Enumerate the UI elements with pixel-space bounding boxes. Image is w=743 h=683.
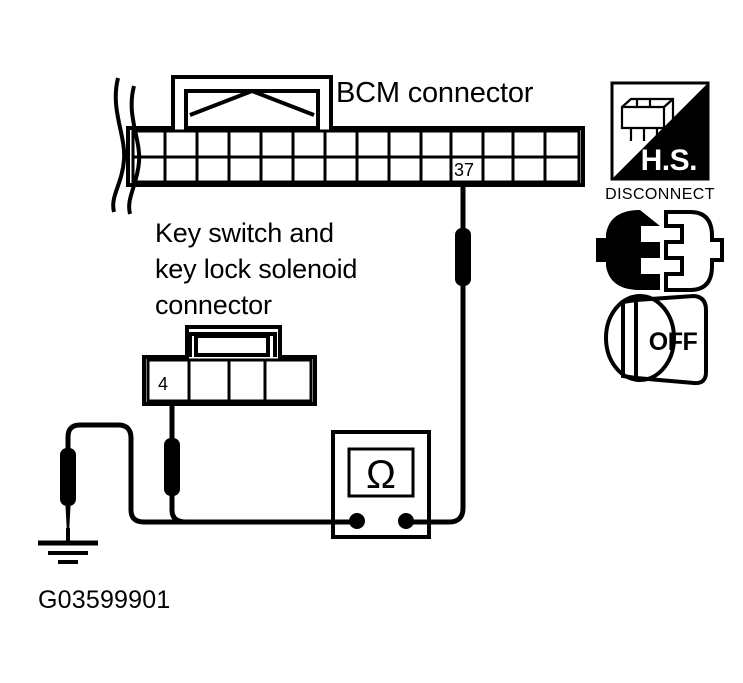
ohmmeter-terminal-right — [398, 513, 414, 529]
pin37-probe — [455, 228, 471, 286]
ohmmeter-display — [347, 447, 415, 498]
key-switch-label-line1: Key switch and — [155, 218, 334, 248]
bcm-latch-tab — [184, 88, 320, 130]
bcm-connector: 37 BCM connector — [111, 75, 585, 215]
ignition-key-off-icon: OFF — [604, 293, 708, 386]
wiring-harness — [65, 183, 466, 525]
key-switch-latch-frame — [188, 332, 277, 357]
harness-break-icon — [111, 77, 142, 215]
plug-socket-disconnect-icon — [596, 210, 724, 292]
pin4-probe — [164, 438, 180, 496]
hs-icon: H.S. DISCONNECT — [605, 81, 715, 203]
hs-icon-diagonal-fill — [612, 83, 708, 179]
key-switch-connector: 4 — [142, 325, 317, 406]
connector-3d-icon — [620, 97, 675, 141]
disconnect-caption: DISCONNECT — [605, 186, 715, 203]
key-switch-pin-4-label: 4 — [158, 374, 168, 394]
key-switch-label-line2: key lock solenoid — [155, 254, 357, 284]
ohmmeter-body — [331, 430, 431, 539]
chassis-ground-symbol — [38, 528, 98, 564]
bcm-body-outline — [126, 75, 585, 187]
ground-probe — [60, 448, 76, 534]
ohmmeter: Ω — [331, 430, 431, 539]
figure-code: G03599901 — [38, 586, 170, 614]
hs-icon-label: H.S. — [641, 144, 697, 177]
bcm-connector-title: BCM connector — [336, 77, 534, 109]
wire-pin37-to-meter — [405, 183, 466, 525]
ignition-off-label: OFF — [649, 328, 698, 356]
ohmmeter-terminal-left — [349, 513, 365, 529]
key-switch-body-outline — [142, 325, 317, 406]
key-switch-label: Key switch and key lock solenoid connect… — [155, 218, 357, 320]
bcm-cell-separators — [163, 131, 547, 182]
key-switch-label-line3: connector — [155, 290, 272, 320]
wire-ground-probe — [65, 422, 189, 525]
ohm-symbol: Ω — [366, 453, 396, 497]
bcm-pin-37-label: 37 — [454, 160, 474, 180]
